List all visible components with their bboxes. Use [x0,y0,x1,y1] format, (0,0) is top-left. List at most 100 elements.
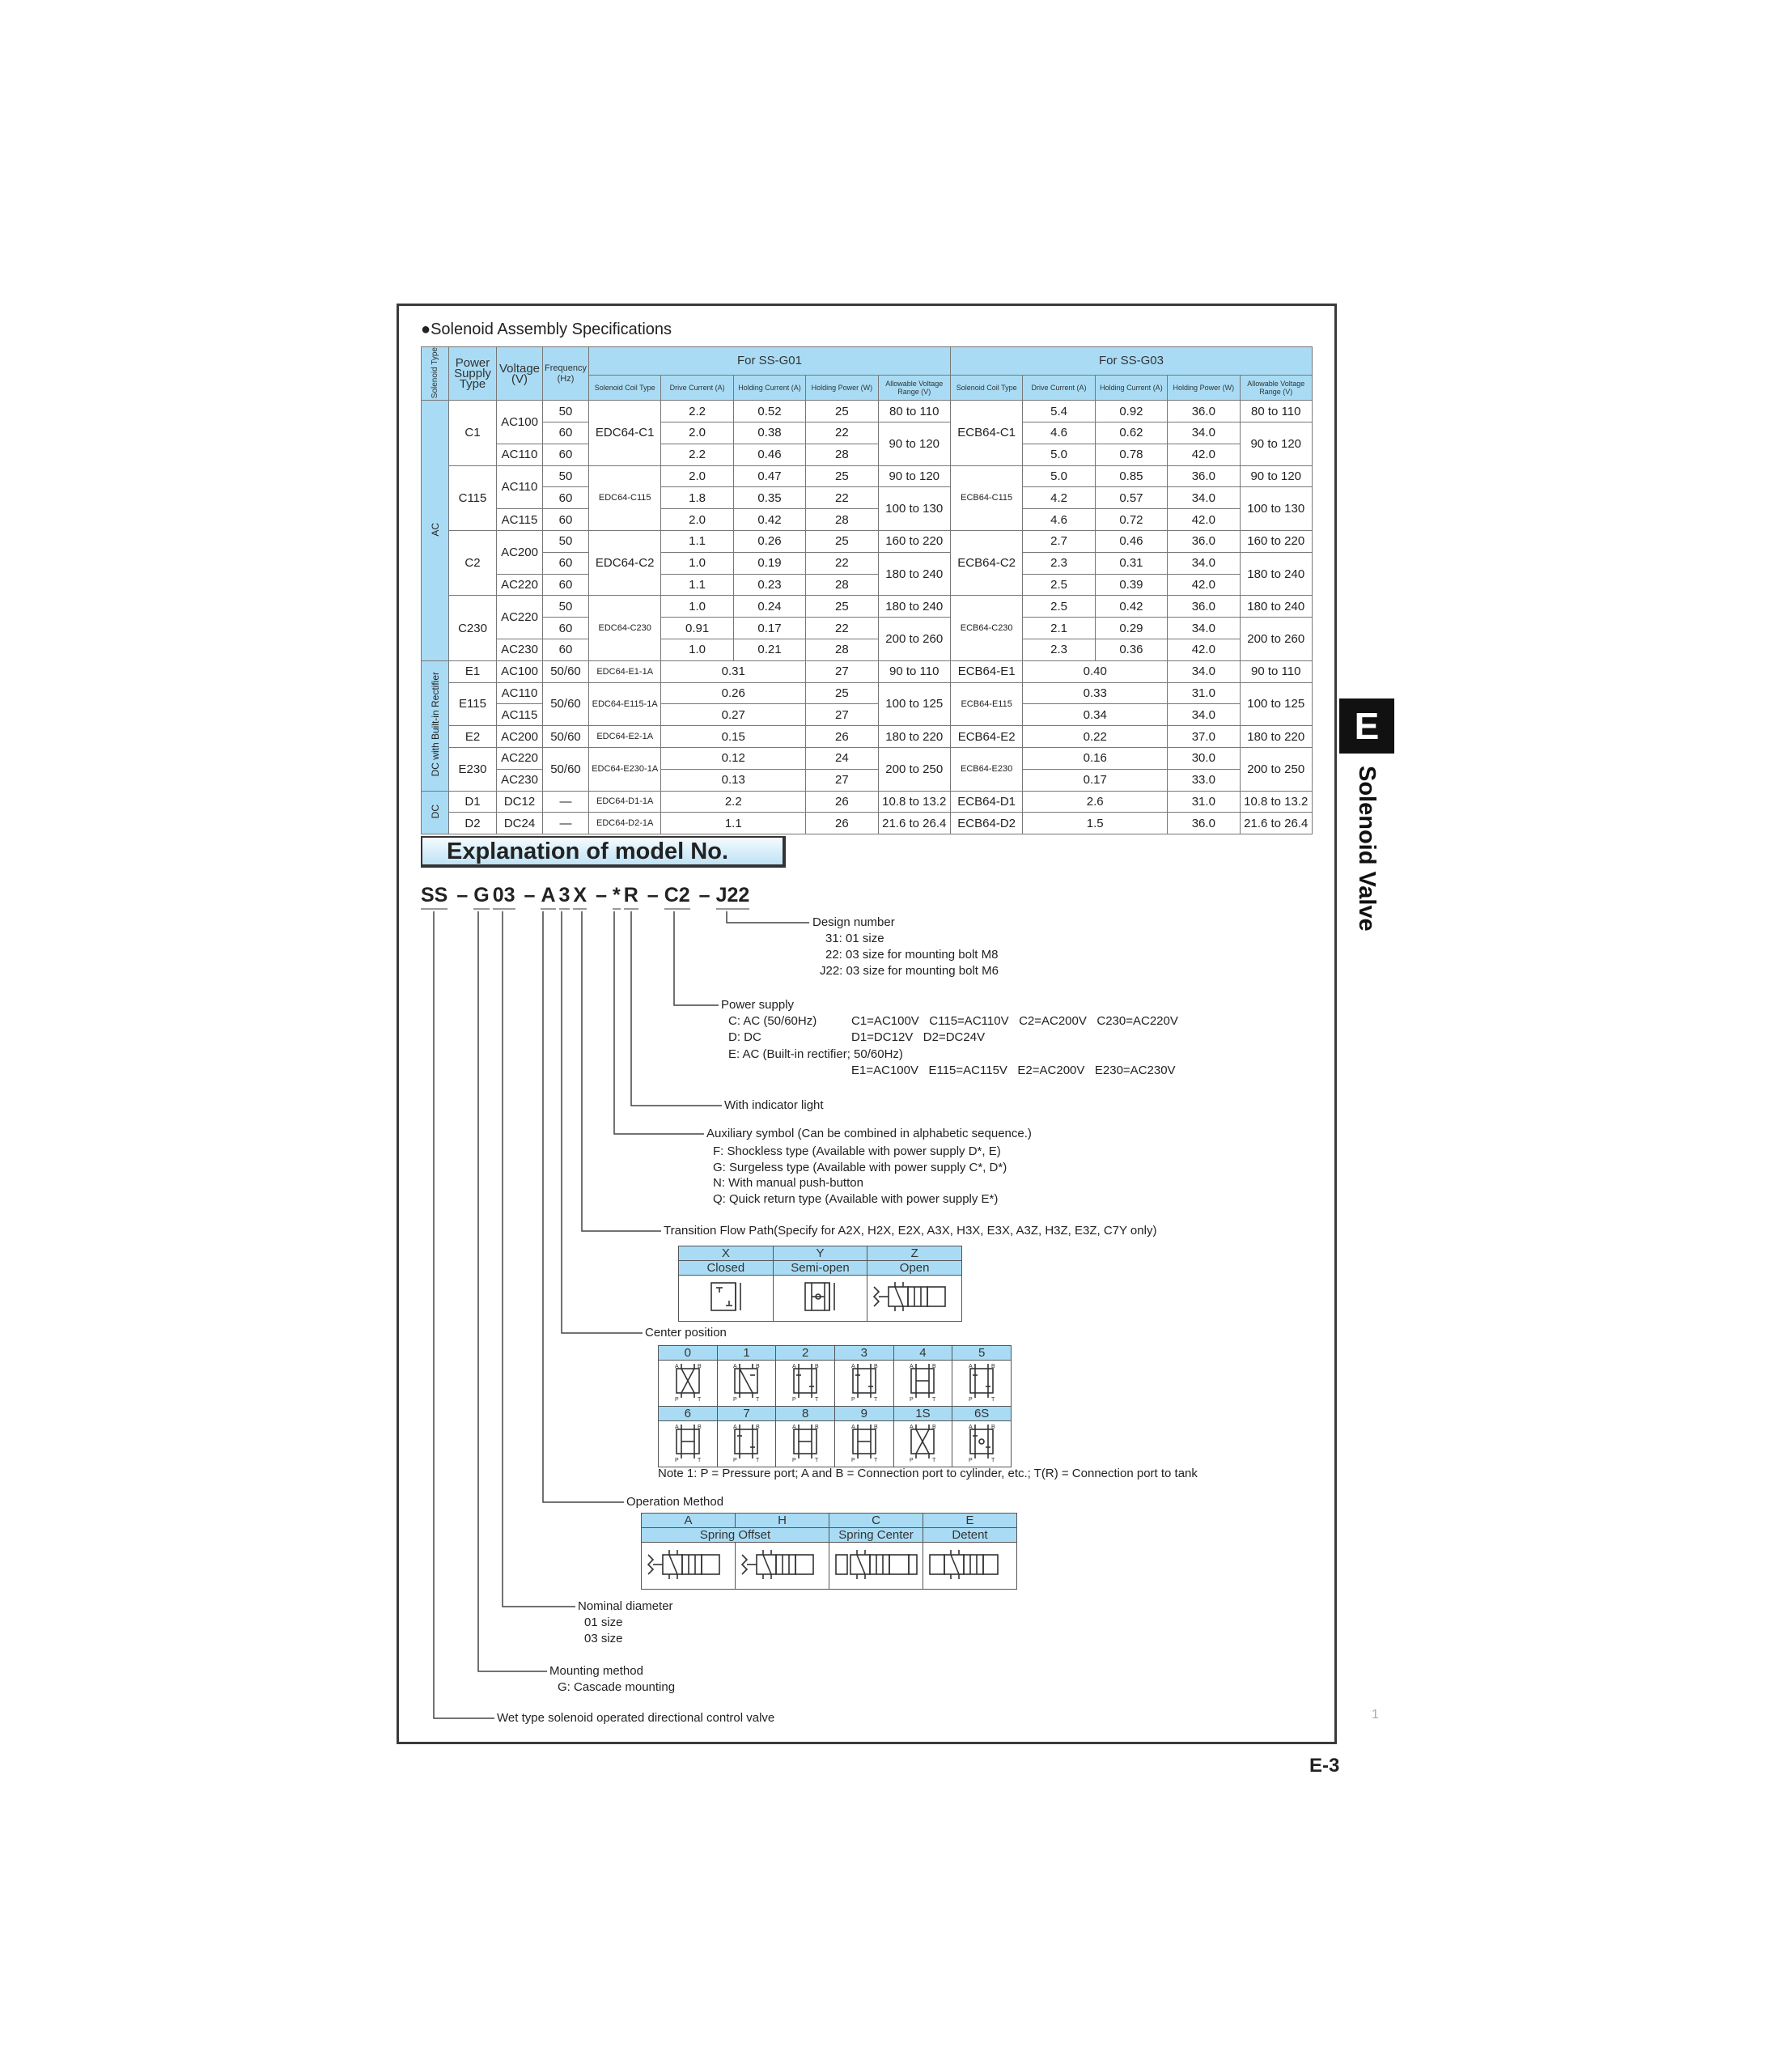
table-cell: AC220 [496,595,543,639]
table-cell: 1.5 [1022,812,1169,835]
table-cell: EDC64-D1-1A [587,790,662,813]
svg-text:T: T [698,1458,702,1463]
model-code-segment: A [541,884,556,910]
table-cell: 33.0 [1167,768,1241,792]
table-cell: 22 [805,617,879,639]
table-cell: 0.40 [1022,660,1169,683]
table-cell: 1.1 [660,529,734,553]
table-cell: 10.8 to 13.2 [1239,790,1313,813]
operation-code: H [735,1513,829,1528]
svg-text:P: P [969,1397,973,1403]
table-cell: 0.91 [660,617,734,639]
table-cell: 24 [805,746,879,770]
table-cell: AC200 [496,725,543,748]
svg-text:B: B [756,1424,760,1430]
nominal-diameter-line: 03 size [584,1632,623,1645]
model-code-segment: G [473,884,490,910]
operation-method-title: Operation Method [626,1495,724,1509]
table-cell: ECB64-C115 [949,465,1024,531]
category-cell: DC with Built-in Rectifier [421,660,449,792]
table-cell: EDC64-E2-1A [587,725,662,748]
model-code-segment: J22 [715,884,750,910]
svg-text:T: T [756,1458,760,1463]
table-cell: 80 to 110 [877,400,951,422]
auxiliary-line: G: Surgeless type (Available with power … [713,1161,1007,1174]
table-cell: 1.1 [660,573,734,597]
svg-text:B: B [932,1364,936,1369]
page-marker: 1 [1372,1708,1379,1722]
table-cell: 26 [805,790,879,813]
svg-text:T: T [874,1397,878,1403]
model-code-segment: C2 [664,884,690,910]
table-cell: 2.1 [1022,617,1096,639]
table-cell: 1.0 [660,595,734,618]
subheader-cell: Allowable Voltage Range (V) [877,374,951,401]
svg-text:T: T [874,1458,878,1463]
table-cell: 200 to 260 [877,617,951,661]
table-cell: 2.2 [660,400,734,422]
table-cell: ECB64-D2 [949,812,1024,835]
subheader-cell: Holding Current (A) [1094,374,1169,401]
table-cell: 0.29 [1094,617,1169,639]
wet-type-label: Wet type solenoid operated directional c… [497,1711,775,1725]
svg-text:T: T [932,1458,936,1463]
section-title: Solenoid Valve [1354,766,1380,932]
svg-text:P: P [733,1397,737,1403]
svg-text:A: A [910,1364,914,1369]
table-cell: DC12 [496,790,543,813]
category-cell: DC [421,790,449,835]
table-cell: C1 [448,400,497,466]
model-code-separator: – [456,884,469,906]
table-cell: 42.0 [1167,638,1241,661]
spring-center-symbol-icon [829,1542,923,1590]
table-cell: ECB64-C1 [949,400,1024,466]
svg-text:P: P [910,1397,914,1403]
subheader-cell: Holding Power (W) [805,374,879,401]
subheader-cell: Solenoid Coil Type [949,374,1024,401]
page-number: E-3 [1309,1755,1340,1777]
table-cell: ECB64-D1 [949,790,1024,813]
svg-text:P: P [851,1397,855,1403]
center-position-note: Note 1: P = Pressure port; A and B = Con… [658,1467,1198,1480]
svg-text:A: A [792,1364,796,1369]
svg-text:T: T [756,1397,760,1403]
table-cell: 180 to 220 [1239,725,1313,748]
power-supply-option: C: AC (50/60Hz) [728,1014,817,1028]
table-cell: EDC64-D2-1A [587,812,662,835]
table-cell: D2 [448,812,497,835]
table-cell: 0.78 [1094,443,1169,466]
svg-text:B: B [991,1364,995,1369]
table-cell: 160 to 220 [1239,529,1313,553]
table-cell: 0.46 [732,443,807,466]
table-cell: 28 [805,638,879,661]
table-cell: EDC64-E1-1A [587,660,662,683]
category-cell: AC [421,400,449,661]
svg-text:P: P [851,1458,855,1463]
svg-text:B: B [874,1364,878,1369]
table-cell: 2.0 [660,465,734,488]
table-cell: 100 to 125 [877,681,951,727]
table-cell: 50/60 [542,746,589,792]
table-cell: 2.3 [1022,551,1096,575]
table-cell: E1 [448,660,497,683]
table-cell: 42.0 [1167,573,1241,597]
svg-text:T: T [932,1397,936,1403]
table-cell: 0.23 [732,573,807,597]
table-cell: 26 [805,812,879,835]
operation-code: E [923,1513,1017,1528]
table-cell: 1.1 [660,812,807,835]
solenoid-spec-table: Solenoid Type Power Supply Type Voltage … [421,346,1313,835]
header-voltage: Voltage (V) [496,346,543,401]
subheader-cell: Drive Current (A) [1022,374,1096,401]
table-cell: 200 to 250 [877,746,951,792]
